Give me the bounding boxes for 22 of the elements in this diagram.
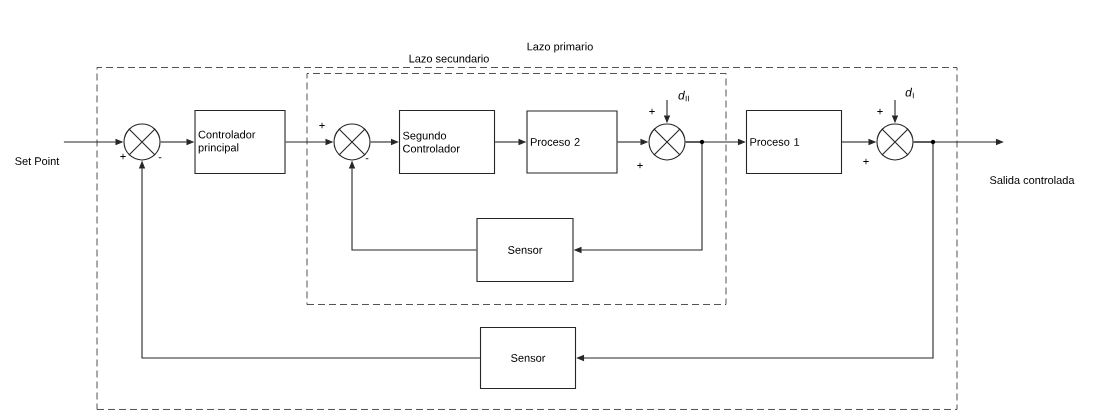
sign-label: - xyxy=(365,158,369,160)
edge-label: d$_{II}$ xyxy=(678,90,689,102)
sign-label: + xyxy=(649,108,655,115)
sign-label: + xyxy=(120,153,126,160)
sign-label: + xyxy=(637,162,643,169)
edge-label: d$_{I}$ xyxy=(905,87,914,99)
block-box: Sensor xyxy=(479,326,577,390)
loop-title: Lazo secundario xyxy=(409,54,489,63)
loop-title: Lazo primario xyxy=(527,42,593,53)
sign-label: + xyxy=(877,108,883,115)
summing-junction xyxy=(876,123,914,161)
summing-junction xyxy=(333,123,371,161)
signal-label: Salida controlada xyxy=(990,175,1075,185)
block-box: Proceso 2 xyxy=(526,110,618,174)
sign-label: - xyxy=(158,157,162,159)
block-box: Proceso 1 xyxy=(745,109,843,175)
summing-junction xyxy=(648,123,686,161)
block-box: Sensor xyxy=(476,217,574,283)
block-box: Segundo Controlador xyxy=(398,109,496,175)
sign-label: + xyxy=(863,158,869,165)
block-box: Controlador principal xyxy=(194,109,286,175)
signal-label: Set Point xyxy=(15,156,60,166)
